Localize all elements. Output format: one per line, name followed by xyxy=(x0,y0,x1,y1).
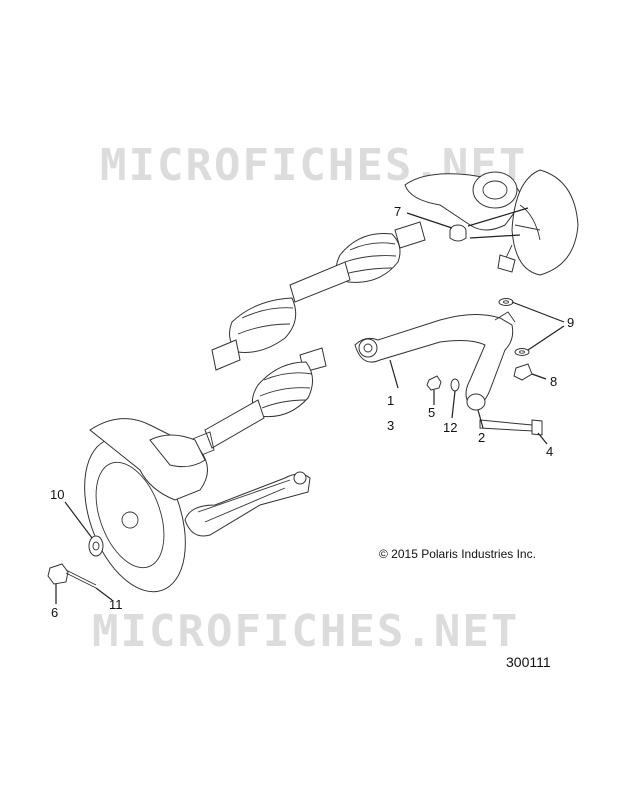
callout-10: 10 xyxy=(50,487,65,502)
diagram-number: 300111 xyxy=(506,654,551,670)
callout-5: 5 xyxy=(428,405,436,420)
callout-7: 7 xyxy=(394,204,402,219)
callout-6: 6 xyxy=(51,605,59,620)
watermark-bottom: MICROFICHES.NET xyxy=(92,606,520,657)
callout-9: 9 xyxy=(567,315,575,330)
leader-lines xyxy=(55,207,565,604)
callout-3: 3 xyxy=(387,418,395,433)
lower-a-arm-illustration xyxy=(184,471,311,537)
callout-4: 4 xyxy=(546,444,554,459)
hardware-parts xyxy=(47,224,543,589)
callout-2: 2 xyxy=(478,430,486,445)
callout-11: 11 xyxy=(109,597,123,612)
upper-a-arm-illustration xyxy=(354,311,516,411)
callout-12: 12 xyxy=(443,420,458,435)
upper-knuckle-illustration xyxy=(404,169,579,276)
callout-8: 8 xyxy=(550,374,558,389)
callout-1: 1 xyxy=(387,393,395,408)
drive-axle-illustration xyxy=(189,221,426,459)
copyright-notice: © 2015 Polaris Industries Inc. xyxy=(379,547,536,561)
lower-knuckle-illustration xyxy=(84,418,208,593)
